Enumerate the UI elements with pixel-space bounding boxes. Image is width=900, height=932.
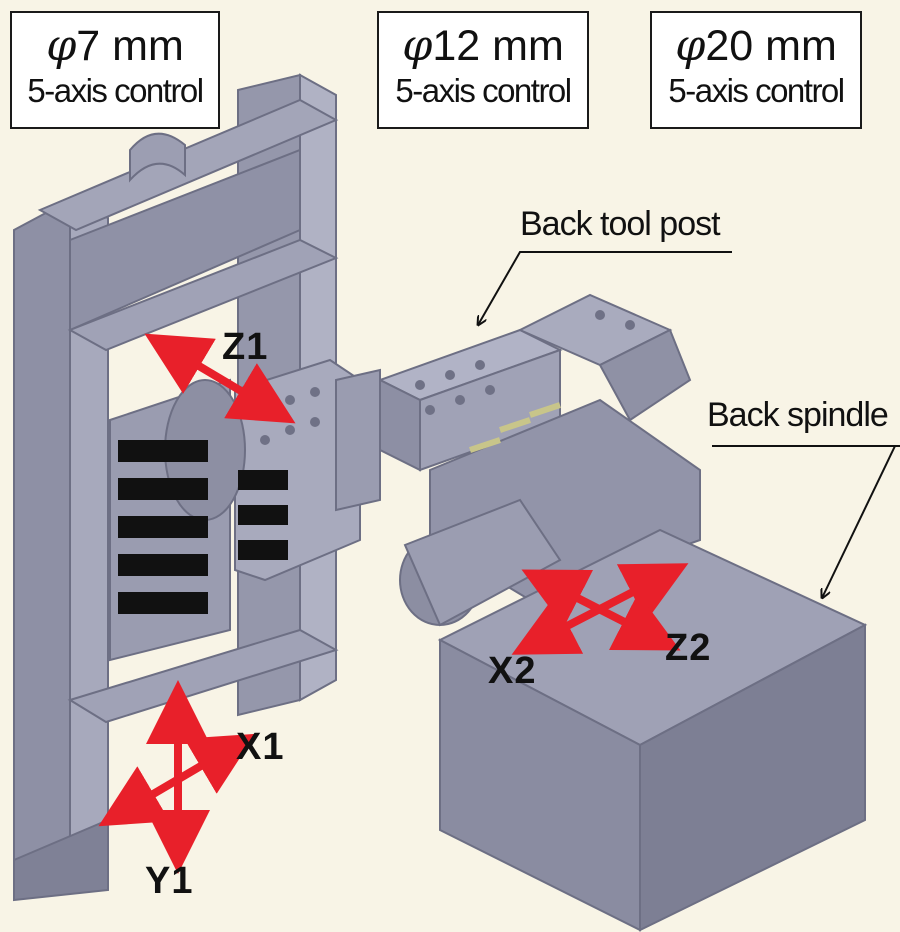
callout-leaders — [478, 251, 900, 598]
spec-size-value: 20 mm — [705, 22, 837, 70]
spec-size: φ20 mm — [652, 21, 860, 71]
z1-arrow — [144, 333, 296, 424]
spec-control: 5-axis control — [668, 72, 845, 109]
axis-label-x2: X2 — [488, 650, 537, 692]
spec-size: φ12 mm — [379, 21, 587, 71]
back-spindle — [399, 498, 868, 932]
phi-symbol: φ — [46, 21, 77, 71]
spec-box-7mm: φ7 mm 5-axis control — [10, 11, 220, 129]
axis-label-x1: X1 — [236, 726, 285, 768]
spec-box-20mm: φ20 mm 5-axis control — [650, 11, 862, 129]
axis-arrows — [98, 333, 689, 874]
back-tool-post-label: Back tool post — [520, 205, 721, 243]
back-spindle-label: Back spindle — [707, 396, 889, 434]
x1-arrow — [98, 733, 256, 827]
spec-box-12mm: φ12 mm 5-axis control — [377, 11, 589, 129]
axis-label-z2: Z2 — [665, 627, 712, 669]
axis-label-z1: Z1 — [222, 326, 269, 368]
axis-label-y1: Y1 — [145, 860, 194, 902]
spec-control: 5-axis control — [395, 72, 572, 109]
phi-symbol: φ — [675, 21, 706, 71]
spec-size-value: 12 mm — [432, 22, 564, 70]
phi-symbol: φ — [402, 21, 433, 71]
z2-arrow — [521, 569, 681, 651]
spec-control: 5-axis control — [27, 72, 204, 109]
spec-size-value: 7 mm — [76, 22, 184, 70]
spec-size: φ7 mm — [12, 21, 218, 71]
